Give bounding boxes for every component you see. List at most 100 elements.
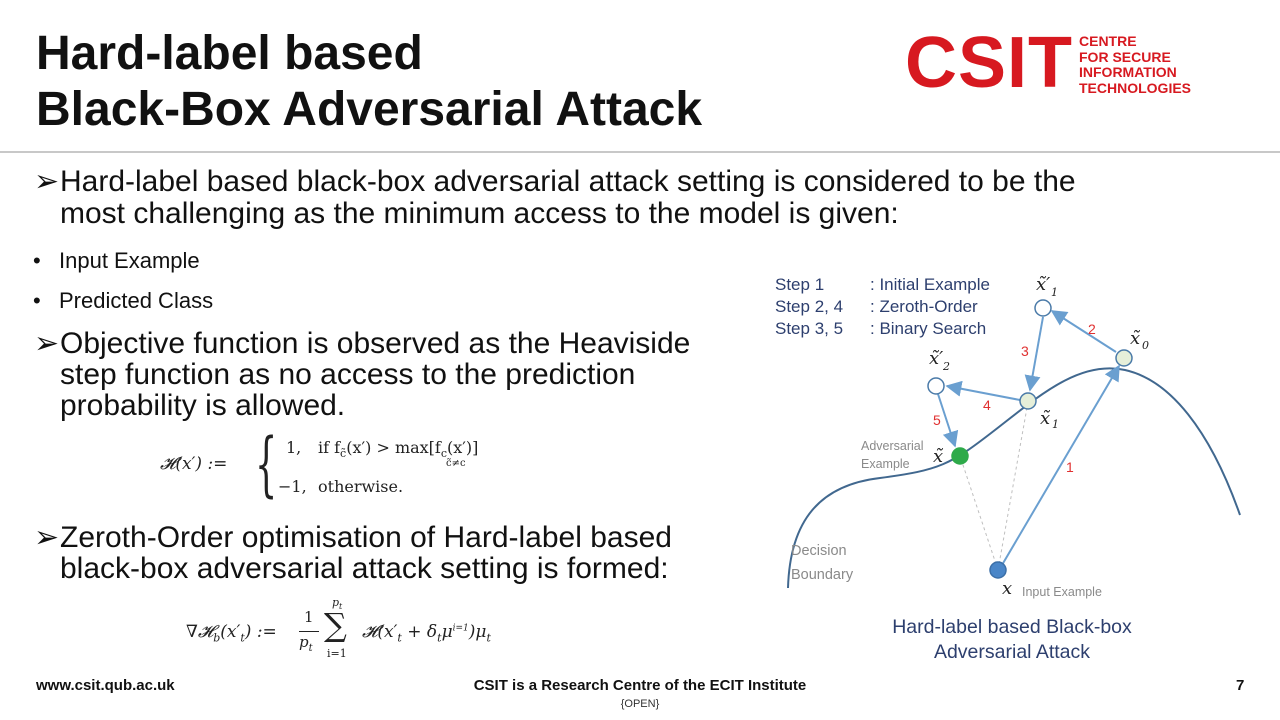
grad-arg: (x′ (220, 622, 241, 642)
logo-subtitle: CENTRE FOR SECURE INFORMATION TECHNOLOGI… (1079, 33, 1192, 96)
label-x2-prime: x̃′ (929, 348, 943, 369)
case-1-max-subscript: c̃≠c (446, 458, 466, 469)
logo-sub-line-2: FOR SECURE (1079, 48, 1171, 65)
node-x1 (1019, 392, 1037, 410)
title-divider (0, 151, 1280, 153)
arrow-step-4 (945, 380, 1021, 401)
slide-title: Hard-label based Black-Box Adversarial A… (36, 26, 702, 138)
bullet-3-line-2: black-box adversarial attack setting is … (60, 552, 669, 585)
case-1-condition: if fc̃(x′) > max[fc(x′)] (318, 438, 478, 460)
diagram-annotations: Adversarial Example Input Example Decisi… (791, 439, 1102, 599)
diagram-legend: Step 1 : Initial Example Step 2, 4 : Zer… (775, 275, 990, 338)
fraction-bar (299, 631, 319, 632)
fraction-numerator: 1 (304, 608, 314, 626)
grad-rhs-close: )μ (468, 622, 487, 642)
projection-lines (959, 401, 1029, 571)
heaviside-equation: 𝓗(x′) := { 1, if fc̃(x′) > max[fc(x′)] c… (160, 424, 540, 508)
grad-rhs-h: 𝓗(x′ (362, 622, 398, 642)
logo-mark: CSIT (905, 23, 1074, 103)
node-labels: x̃′ 1 x̃ 0 x̃′ 2 x̃ 1 x̃ x (929, 274, 1149, 599)
bullet-1: ➢ Hard-label based black-box adversarial… (34, 166, 1076, 230)
grad-rhs-sub-t: t (397, 631, 402, 645)
logo-sub-line-4: TECHNOLOGIES (1079, 79, 1192, 96)
bullet-2-line-1: Objective function is observed as the He… (60, 327, 691, 360)
case-1-c: c (440, 447, 448, 461)
label-x1-prime: x̃′ (1036, 274, 1050, 295)
label-x: x (1002, 578, 1012, 599)
case-1-if: if f (318, 438, 341, 457)
bullet-2-line-2: step function as no access to the predic… (60, 358, 636, 391)
input-example-label: Input Example (1022, 585, 1102, 599)
grad-sub-t: t (240, 631, 245, 645)
label-x0: x̃ (1130, 328, 1141, 349)
sub-bullet-label: Predicted Class (59, 288, 214, 313)
step-number-2: 2 (1088, 321, 1096, 337)
step-number-5: 5 (933, 412, 941, 428)
grad-rhs-sup-i: i=1 (452, 623, 469, 634)
step-arrows (937, 310, 1120, 566)
label-x-tilde: x̃ (933, 446, 944, 467)
arrow-step-2 (1050, 310, 1117, 353)
arrow-step-5 (937, 393, 959, 448)
label-x2-prime-sub: 2 (942, 360, 950, 373)
step-numbers: 1 2 3 4 5 (933, 321, 1096, 475)
dot-bullet-icon: • (33, 288, 41, 313)
label-x1-prime-sub: 1 (1051, 286, 1058, 299)
grad-rhs-delta: + δ (401, 622, 438, 642)
legend-step-3: Step 3, 5 (775, 319, 843, 338)
arrow-step-1 (1001, 364, 1120, 566)
sum-top-sub: t (339, 602, 343, 612)
grad-nabla: ∇𝓗 (186, 622, 214, 642)
sub-bullet-class: • Predicted Class (33, 288, 214, 314)
node-x0 (1115, 349, 1133, 367)
title-line-1: Hard-label based (36, 27, 423, 80)
sub-bullet-label: Input Example (59, 248, 200, 273)
boundary-label-2: Boundary (791, 567, 854, 583)
grad-sub-b: b (213, 631, 221, 645)
legend-step-2: Step 2, 4 (775, 297, 843, 316)
arrow-bullet-icon: ➢ (34, 521, 60, 554)
footer-url: www.csit.qub.ac.uk (36, 677, 175, 694)
sum-symbol: ∑ (324, 606, 347, 644)
legend-desc-1: : Initial Example (870, 275, 990, 294)
bullet-3: ➢ Zeroth-Order optimisation of Hard-labe… (34, 521, 672, 585)
sub-bullet-input: • Input Example (33, 248, 200, 274)
footer-center-text: CSIT is a Research Centre of the ECIT In… (473, 677, 807, 694)
legend-desc-2: : Zeroth-Order (870, 297, 978, 316)
label-x0-sub: 0 (1142, 339, 1149, 352)
node-adversarial (951, 447, 969, 465)
node-x1-prime (1034, 299, 1052, 317)
case-1-sub: c̃ (340, 447, 347, 461)
caption-line-1: Hard-label based Black-box (892, 616, 1132, 638)
decision-boundary-curve (787, 367, 1241, 589)
logo-sub-line-1: CENTRE (1079, 33, 1137, 49)
label-x1-sub: 1 (1052, 418, 1059, 431)
adversarial-label-2: Example (861, 457, 910, 471)
fraction-denominator: pt (299, 633, 313, 654)
sum-top-p: p (332, 596, 340, 609)
dot-bullet-icon: • (33, 248, 41, 273)
case-1-end: [f (428, 438, 441, 457)
grad-rhs-sub-t2: t (437, 631, 442, 645)
logo-sub-line-3: INFORMATION (1079, 64, 1177, 80)
gradient-equation: ∇𝓗b(x′t) := 1 pt pt ∑ i=1 𝓗(x′t + δtμi=1… (186, 596, 526, 670)
grad-rhs-mu: μ (441, 622, 453, 642)
eq-brace: { (255, 423, 278, 505)
node-x2-prime (927, 377, 945, 395)
diagram-nodes (927, 299, 1133, 579)
frac-sub: t (308, 643, 313, 654)
bullet-3-line-1: Zeroth-Order optimisation of Hard-label … (60, 521, 672, 554)
legend-desc-3: : Binary Search (870, 319, 986, 338)
grad-lhs: ∇𝓗b(x′t) := (186, 622, 277, 644)
node-input (989, 561, 1007, 579)
label-x1: x̃ (1040, 408, 1051, 429)
frac-p: p (299, 633, 309, 651)
arrow-bullet-icon: ➢ (34, 165, 60, 198)
boundary-label-1: Decision (791, 543, 847, 559)
grad-rhs: 𝓗(x′t + δtμi=1)μt (362, 622, 491, 644)
grad-rhs-sub-t3: t (486, 631, 491, 645)
step-number-1: 1 (1066, 459, 1074, 475)
adversarial-label-1: Adversarial (861, 439, 924, 453)
sum-top: pt (332, 596, 342, 611)
caption-line-2: Adversarial Attack (934, 641, 1090, 663)
